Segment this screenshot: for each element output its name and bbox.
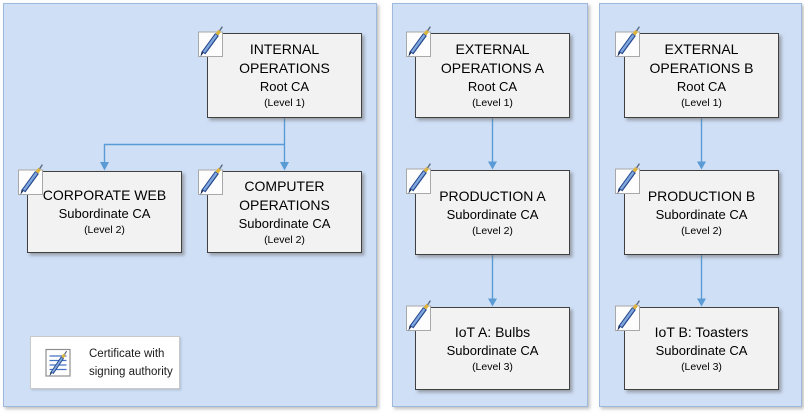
node-title: EXTERNAL OPERATIONS A bbox=[440, 41, 545, 76]
node-iot-a-bulbs[interactable]: IoT A: Bulbs Subordinate CA (Level 3) bbox=[415, 307, 570, 390]
node-title: IoT B: Toasters bbox=[654, 323, 749, 340]
node-level: (Level 1) bbox=[264, 97, 305, 109]
node-title: EXTERNAL OPERATIONS B bbox=[649, 41, 754, 76]
node-title: COMPUTER OPERATIONS bbox=[239, 177, 330, 213]
node-level: (Level 3) bbox=[681, 360, 722, 373]
node-title: PRODUCTION A bbox=[439, 187, 546, 204]
node-level: (Level 1) bbox=[681, 97, 722, 109]
node-title: CORPORATE WEB bbox=[42, 187, 167, 203]
node-subtitle: Root CA bbox=[259, 79, 310, 94]
node-level: (Level 2) bbox=[84, 224, 125, 236]
node-subtitle: Root CA bbox=[467, 79, 518, 94]
node-level: (Level 3) bbox=[472, 360, 513, 373]
node-production-a[interactable]: PRODUCTION A Subordinate CA (Level 2) bbox=[415, 170, 570, 255]
node-subtitle: Subordinate CA bbox=[238, 215, 331, 231]
node-external-operations-a-root[interactable]: EXTERNAL OPERATIONS A Root CA (Level 1) bbox=[415, 33, 570, 118]
legend-label: Certificate with signing authority bbox=[89, 347, 173, 378]
node-external-operations-b-root[interactable]: EXTERNAL OPERATIONS B Root CA (Level 1) bbox=[624, 33, 779, 118]
node-iot-b-toasters[interactable]: IoT B: Toasters Subordinate CA (Level 3) bbox=[624, 307, 779, 390]
node-subtitle: Root CA bbox=[676, 79, 727, 94]
signed-certificate-icon bbox=[45, 348, 71, 377]
node-subtitle: Subordinate CA bbox=[58, 206, 151, 221]
node-title: IoT A: Bulbs bbox=[454, 323, 531, 340]
node-subtitle: Subordinate CA bbox=[446, 342, 539, 358]
node-title: INTERNAL OPERATIONS bbox=[239, 41, 330, 76]
node-production-b[interactable]: PRODUCTION B Subordinate CA (Level 2) bbox=[624, 170, 779, 255]
node-level: (Level 2) bbox=[472, 224, 513, 237]
node-title: PRODUCTION B bbox=[647, 187, 756, 204]
node-computer-operations[interactable]: COMPUTER OPERATIONS Subordinate CA (Leve… bbox=[207, 171, 362, 253]
node-subtitle: Subordinate CA bbox=[655, 342, 748, 358]
node-level: (Level 2) bbox=[264, 233, 305, 246]
node-subtitle: Subordinate CA bbox=[446, 206, 539, 222]
node-subtitle: Subordinate CA bbox=[655, 206, 748, 222]
legend-certificate-signing-authority: Certificate with signing authority bbox=[30, 336, 180, 389]
node-level: (Level 2) bbox=[681, 224, 722, 237]
node-corporate-web[interactable]: CORPORATE WEB Subordinate CA (Level 2) bbox=[27, 171, 182, 253]
node-level: (Level 1) bbox=[472, 97, 513, 109]
node-internal-operations-root[interactable]: INTERNAL OPERATIONS Root CA (Level 1) bbox=[207, 33, 362, 118]
